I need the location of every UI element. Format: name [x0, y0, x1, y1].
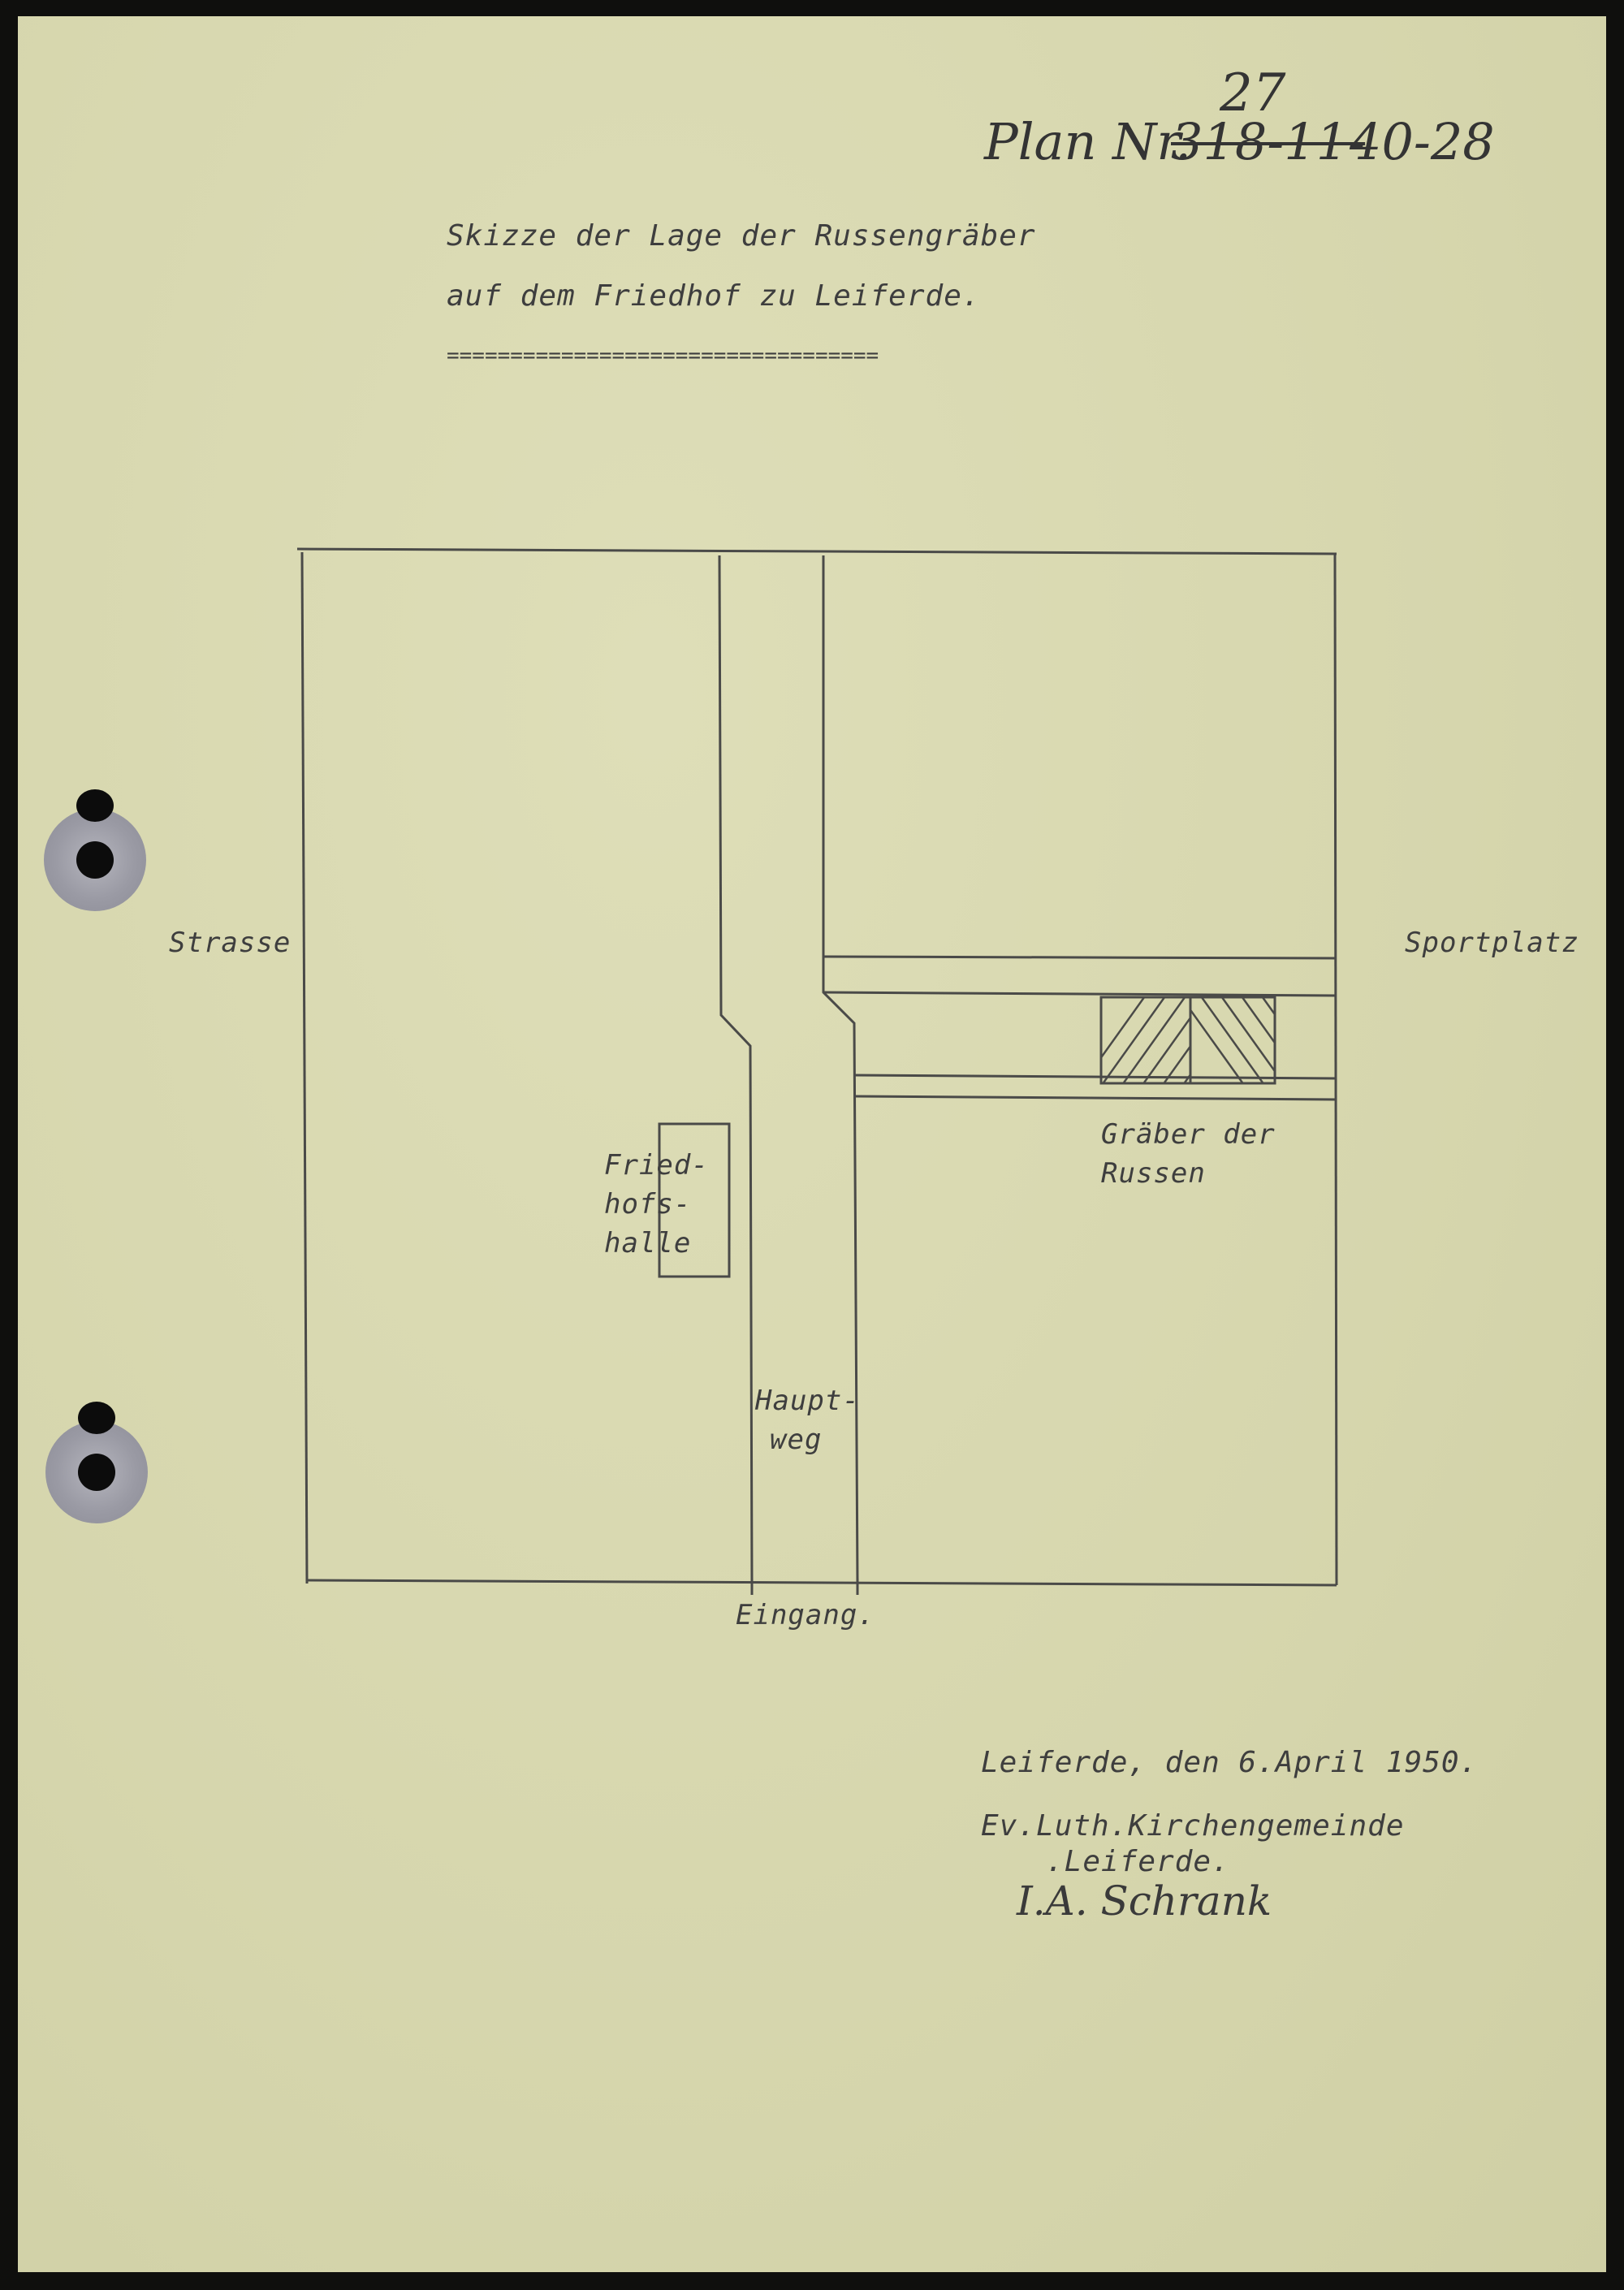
- path-right-edge: [822, 555, 859, 1584]
- plan-number-struck: 318-11-: [1171, 112, 1366, 171]
- label-hall-line-3: halle: [604, 1227, 692, 1260]
- document-page: Plan Nr. 318-11- 27 40-28 Skizze der Lag…: [18, 16, 1606, 2272]
- punch-hole-bottom-tear: [78, 1402, 115, 1434]
- title-line-2: auf dem Friedhof zu Leiferde.: [447, 279, 981, 313]
- punch-hole-top-center: [76, 841, 114, 879]
- hatch-right: [1190, 997, 1275, 1083]
- label-path-line-2: weg: [770, 1424, 823, 1456]
- title-underline: ==================================: [447, 344, 879, 368]
- boundary-left: [300, 551, 309, 1584]
- footer-signature: I.A. Schrank: [1017, 1877, 1272, 1925]
- grave-row-line-1: [823, 955, 1337, 960]
- plan-number-inserted: 27: [1220, 63, 1286, 123]
- path-left-edge: [718, 555, 754, 1584]
- grave-row-line-3: [853, 1074, 1337, 1080]
- hatch-left: [1101, 997, 1190, 1083]
- cemetery-hall-box: [658, 1122, 731, 1278]
- punch-hole-top-tear: [76, 789, 114, 822]
- punch-hole-bottom: [45, 1402, 148, 1523]
- footer-place-date: Leiferde, den 6.April 1950.: [981, 1746, 1479, 1779]
- russian-graves-box: [1099, 996, 1276, 1085]
- boundary-top: [296, 547, 1337, 555]
- footer-parish-line-2: .Leiferde.: [1046, 1845, 1230, 1878]
- label-sports-field: Sportplatz: [1405, 927, 1579, 959]
- grave-row-line-4: [855, 1095, 1337, 1101]
- label-graves-line-2: Russen: [1101, 1157, 1206, 1190]
- footer-parish-line-1: Ev.Luth.Kirchengemeinde: [981, 1809, 1405, 1843]
- label-path-line-1: Haupt-: [755, 1385, 860, 1417]
- label-street: Strasse: [169, 927, 292, 959]
- label-entrance: Eingang.: [736, 1599, 875, 1631]
- punch-hole-bottom-center: [78, 1454, 115, 1491]
- plan-number-suffix: 40-28: [1350, 112, 1495, 171]
- punch-hole-top: [44, 789, 146, 911]
- boundary-bottom: [306, 1579, 1337, 1587]
- grave-row-line-2: [823, 991, 1337, 997]
- plan-number-prefix: Plan Nr.: [984, 112, 1191, 171]
- label-hall-line-2: hofs-: [604, 1188, 692, 1221]
- cemetery-sketch: [296, 547, 1338, 1595]
- boundary-right: [1333, 553, 1338, 1586]
- title-line-1: Skizze der Lage der Russengräber: [447, 219, 1036, 253]
- label-hall-line-1: Fried-: [604, 1149, 709, 1182]
- label-graves-line-1: Gräber der: [1101, 1118, 1276, 1151]
